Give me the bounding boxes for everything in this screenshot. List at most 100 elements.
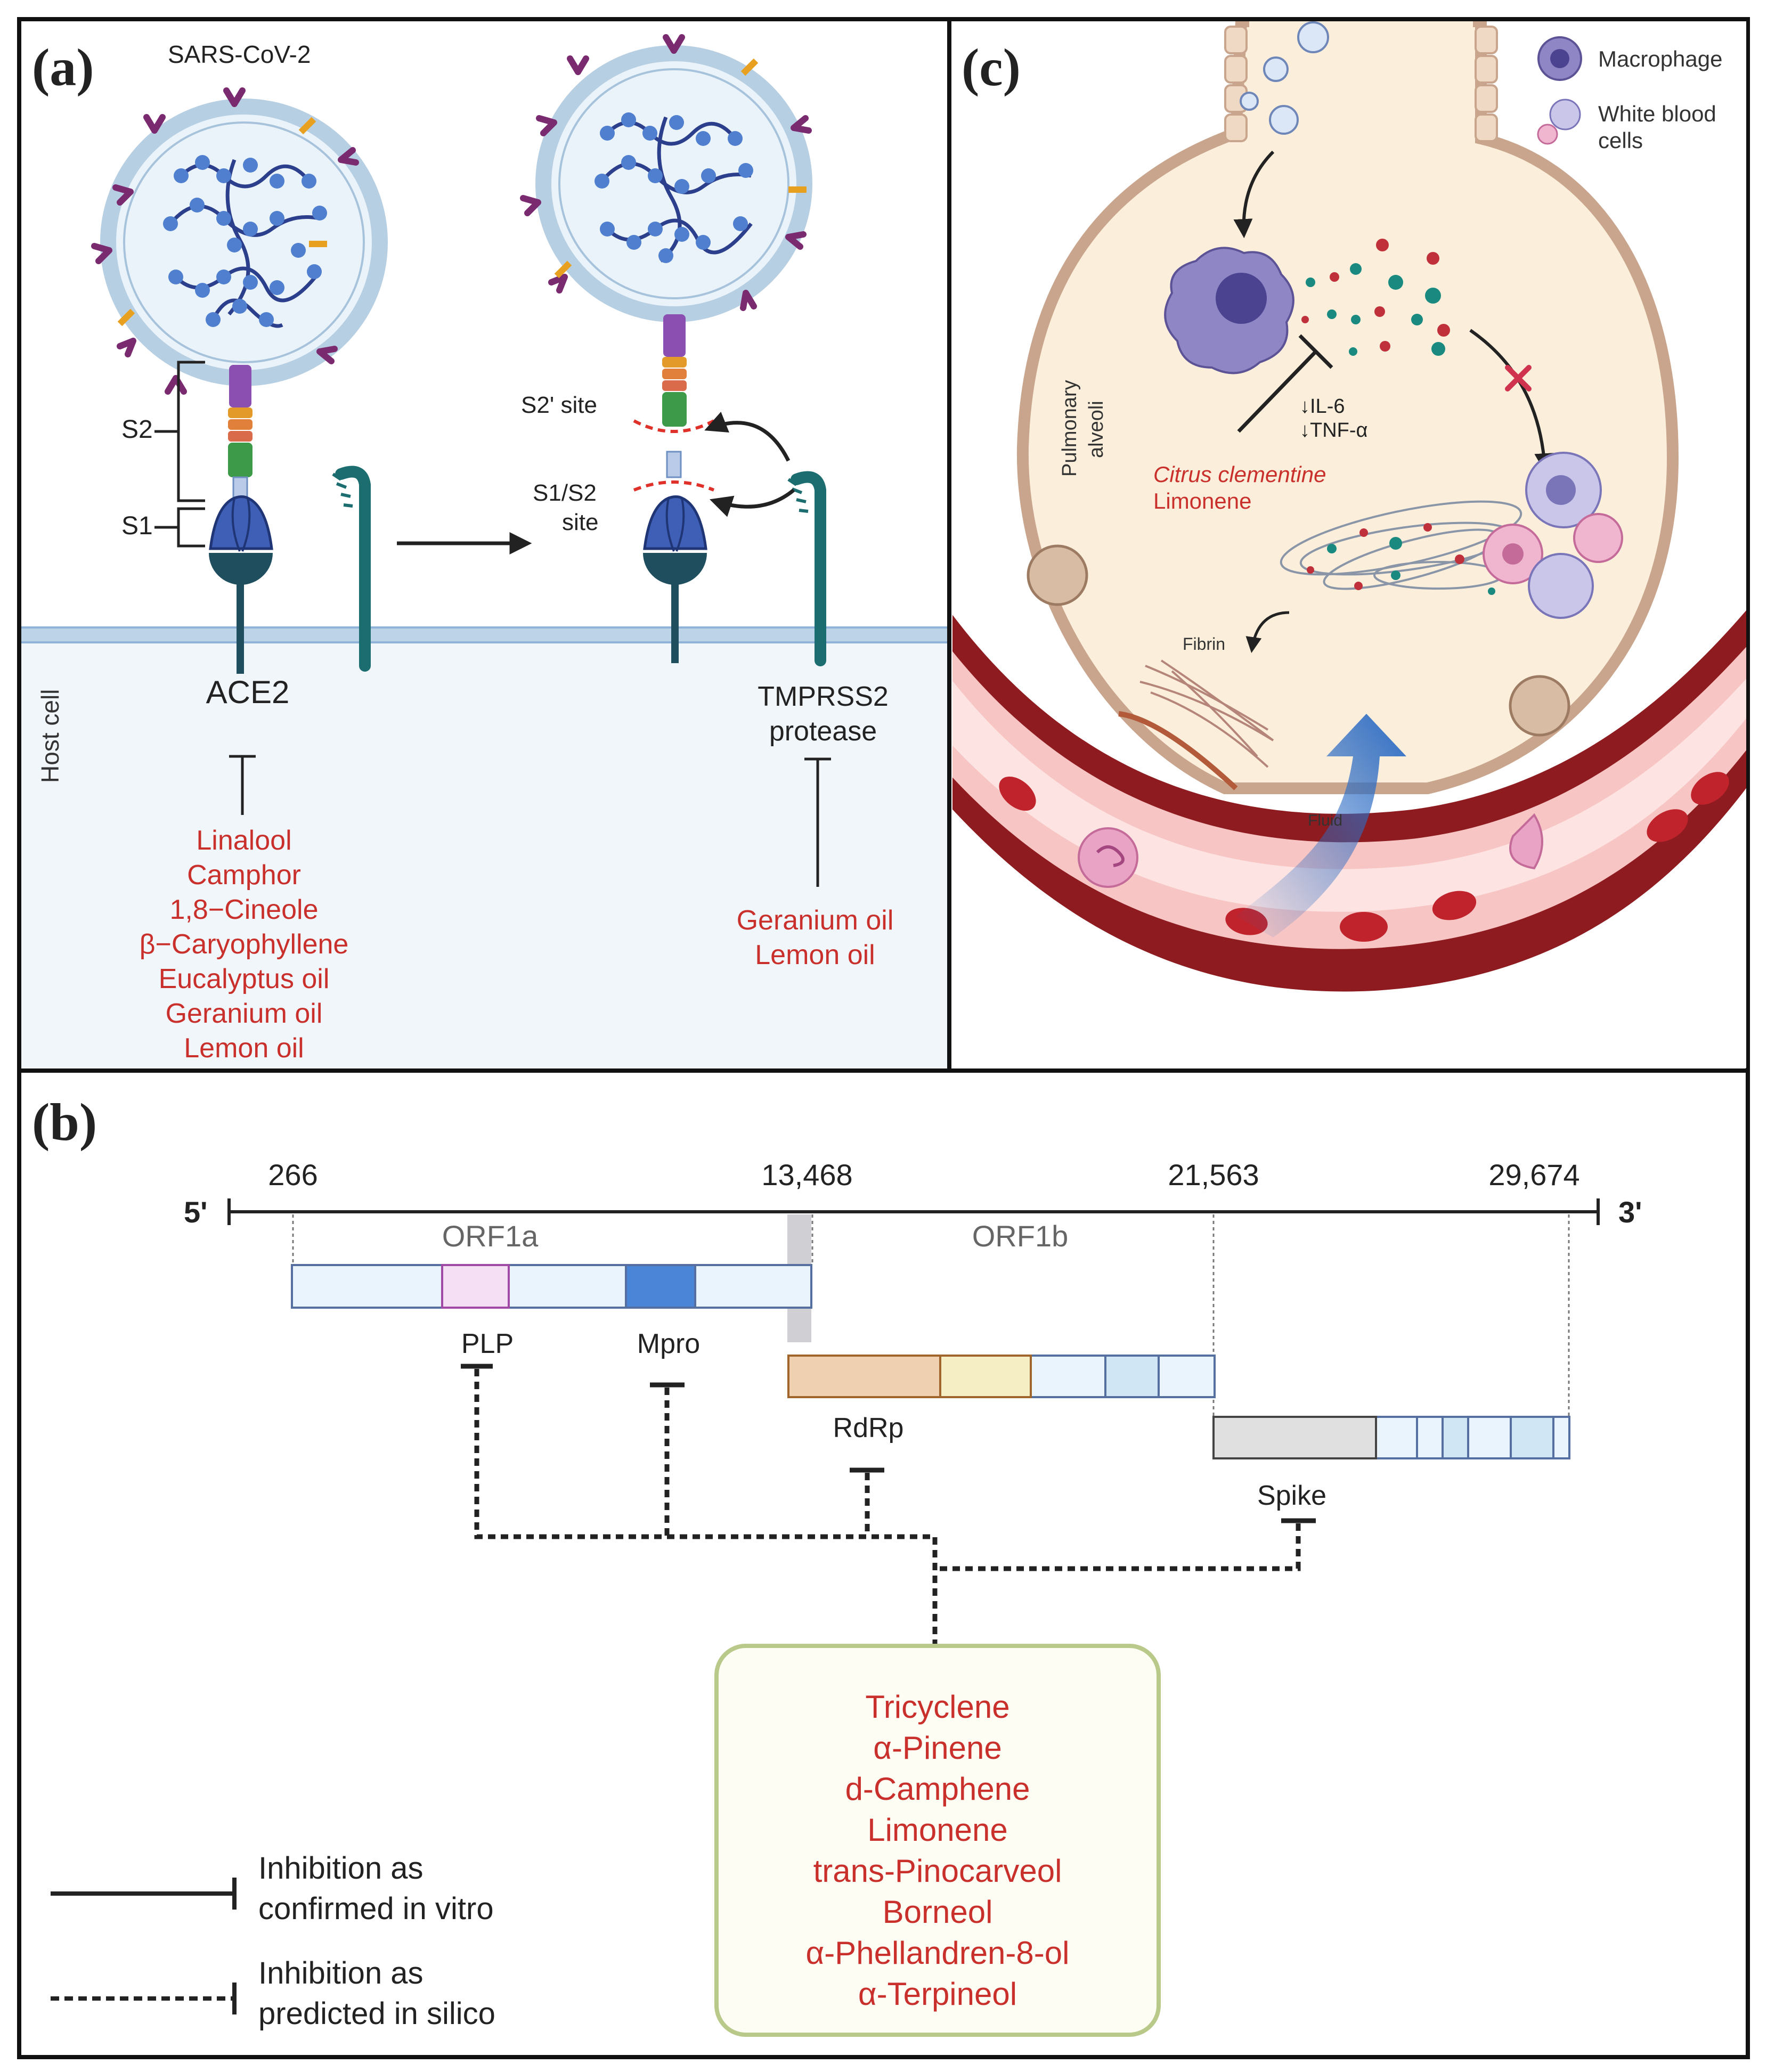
pulmonary-label: Pulmonary: [1058, 380, 1081, 477]
genome-line: [227, 1198, 1600, 1225]
orf1a-label: ORF1a: [442, 1219, 539, 1253]
host-cell-area: [21, 629, 947, 1068]
ace2-receptor-left: [209, 495, 273, 674]
compound: Tricyclene: [865, 1689, 1009, 1725]
tmprss2-inhibition-line: [804, 757, 831, 887]
spike-protein-left: [228, 365, 253, 510]
fluid-arrow: [1236, 714, 1406, 937]
compound-list: Tricyclene α-Pinene d-Camphene Limonene …: [806, 1689, 1070, 2012]
mpro-domain: [625, 1264, 696, 1309]
ace2-inhibition-line: [229, 755, 256, 815]
ace2-inhibitor: Lemon oil: [184, 1033, 304, 1064]
blood-vessel: [952, 610, 1746, 992]
cytokines: [1301, 239, 1450, 356]
fibrin-label: Fibrin: [1183, 634, 1225, 654]
rdrp-label: RdRp: [833, 1413, 904, 1443]
tmprss2-left: [332, 466, 371, 672]
alveolus: [1016, 21, 1679, 794]
virion-left: [91, 87, 388, 395]
legend-solid-symbol: [51, 1878, 237, 1910]
cleavage-arrow-s1s2: [710, 488, 795, 517]
host-cell-label: Host cell: [36, 689, 64, 783]
mesh-particles: [1307, 523, 1495, 595]
compound: α-Pinene: [873, 1730, 1002, 1766]
compound: Borneol: [883, 1894, 993, 1930]
panel-c: (c) Macrophage White blood cells Pulmona…: [952, 21, 1746, 1068]
ace2-inhibitor: 1,8−Cineole: [170, 894, 319, 925]
plp-domain: [441, 1264, 510, 1309]
ace2-inhibitor: Linalool: [196, 825, 291, 856]
virus-to-macrophage-arrow: [1233, 150, 1275, 239]
target-inhibition-bars: [461, 1364, 1316, 1523]
limonene-label: Limonene: [1153, 488, 1251, 513]
tmprss2-label-2: protease: [769, 716, 877, 747]
ace2-inhibitor: Camphor: [187, 860, 301, 891]
rdrp-domain: [787, 1355, 941, 1398]
s1s2-site-label-2: site: [562, 509, 598, 535]
spike-protein-right: [662, 314, 687, 478]
tmprss2-inhibitor-list: Geranium oil Lemon oil: [737, 905, 894, 970]
panel-a-letter: (a): [32, 38, 94, 97]
five-prime-label: 5': [184, 1195, 207, 1229]
ace2-label: ACE2: [206, 674, 290, 710]
genome-positions: 266 13,468 21,563 29,674: [268, 1158, 1579, 1192]
tmprss2-right: [787, 471, 826, 666]
spike-label: Spike: [1257, 1480, 1326, 1511]
three-prime-label: 3': [1618, 1195, 1642, 1229]
position-label: 21,563: [1168, 1158, 1259, 1192]
legend-solid-label-2: confirmed in vitro: [258, 1891, 494, 1926]
s1-label: S1: [121, 512, 153, 540]
compound: trans-Pinocarveol: [813, 1853, 1062, 1889]
s1s2-site-label-1: S1/S2: [533, 480, 597, 506]
position-label: 13,468: [761, 1158, 852, 1192]
ace2-receptor-right: [643, 495, 707, 663]
cytokine-inhibition-line: [1237, 334, 1333, 433]
panel-b-letter: (b): [32, 1092, 97, 1152]
wbc-legend-icon: [1549, 99, 1581, 130]
panel-b: (b) 5' 3' 266 13,468 21,563 29,674 ORF1a…: [32, 1092, 1642, 2037]
ace2-inhibitor: β−Caryophyllene: [140, 929, 349, 960]
orf1b-label: ORF1b: [972, 1219, 1069, 1253]
compound: Limonene: [867, 1812, 1008, 1848]
legend: Inhibition as confirmed in vitro Inhibit…: [51, 1851, 495, 2031]
tnf-label: ↓TNF-α: [1300, 419, 1368, 442]
alveoli-label: alveoli: [1085, 401, 1108, 458]
panel-c-letter: (c): [962, 38, 1021, 97]
plp-label: PLP: [461, 1328, 514, 1359]
cleavage-arrow-s2prime: [704, 412, 791, 462]
tmprss2-label-1: TMPRSS2: [758, 681, 889, 712]
ace2-inhibitor: Geranium oil: [166, 998, 323, 1029]
wbc-legend-label-2: cells: [1598, 128, 1643, 153]
tmprss2-inhibitor: Lemon oil: [755, 940, 875, 970]
s2-label: S2: [121, 415, 153, 444]
virus-label: SARS-CoV-2: [168, 40, 311, 68]
orf1a-box: [291, 1264, 812, 1309]
orf1b-box: [787, 1355, 1216, 1398]
legend-dashed-label-1: Inhibition as: [258, 1956, 424, 1991]
position-label: 29,674: [1488, 1158, 1579, 1192]
wbc-legend-label-1: White blood: [1598, 101, 1716, 126]
white-blood-cells: [1483, 452, 1623, 619]
legend-dashed-label-2: predicted in silico: [258, 1996, 495, 2031]
recruitment-arrow: [1469, 329, 1554, 473]
tmprss2-inhibitor: Geranium oil: [737, 905, 894, 936]
panel-a: (a) SARS-CoV-2: [21, 34, 947, 1068]
fibrin-strands: [1139, 659, 1274, 768]
compound: α-Phellandren-8-ol: [806, 1935, 1070, 1971]
in-silico-connectors: [474, 1369, 1301, 1646]
spike-gene: [1212, 1416, 1377, 1459]
cell-membrane: [21, 627, 947, 642]
cleavage-sites: [633, 419, 715, 492]
legend-solid-label-1: Inhibition as: [258, 1851, 424, 1886]
mpro-label: Mpro: [637, 1328, 700, 1359]
compound: α-Terpineol: [858, 1976, 1017, 2012]
ace2-inhibitor: Eucalyptus oil: [159, 964, 330, 994]
macrophage-legend-label: Macrophage: [1598, 46, 1722, 71]
blocked-mark: [1505, 365, 1532, 391]
legend-dashed-symbol: [51, 1983, 237, 2014]
compound: d-Camphene: [845, 1771, 1030, 1807]
ace2-inhibitor-list: Linalool Camphor 1,8−Cineole β−Caryophyl…: [140, 825, 349, 1064]
fibrin-arrow: [1245, 611, 1290, 653]
domain-brackets: [154, 361, 205, 548]
